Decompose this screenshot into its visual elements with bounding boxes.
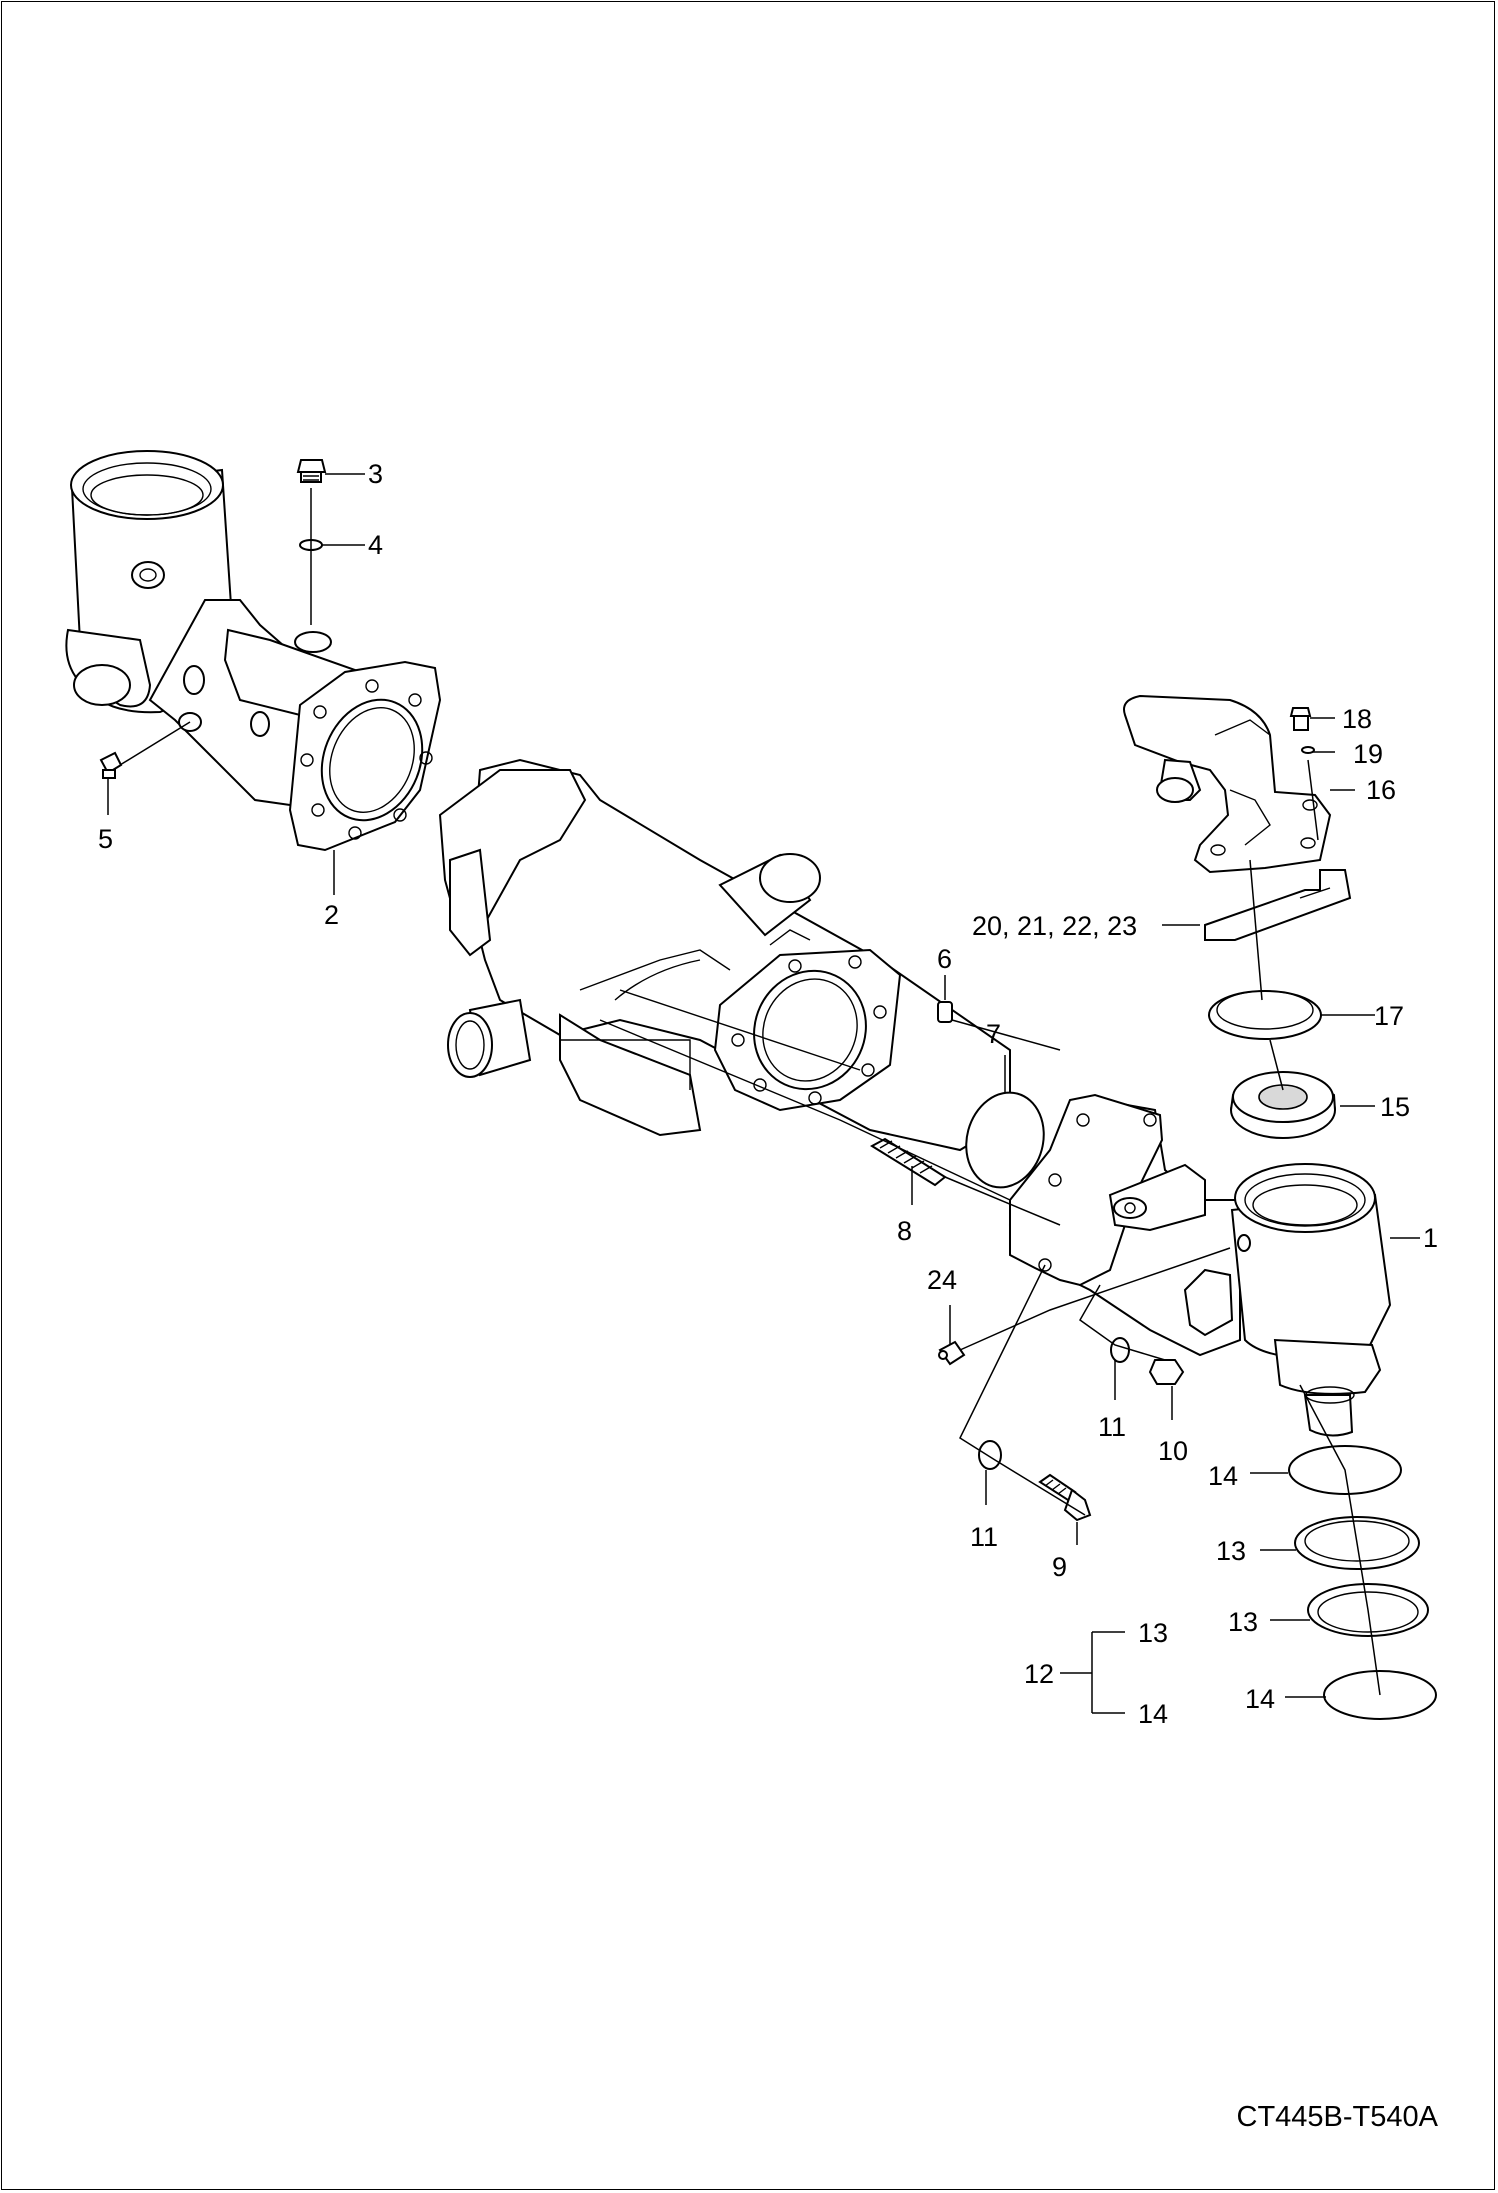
callout-10: 10 — [1158, 1436, 1188, 1466]
callout-14b: 14 — [1245, 1684, 1275, 1714]
plug-5 — [99, 751, 123, 779]
callout-numbers: 1 2 3 4 5 6 7 8 9 10 11 11 13 13 14 14 1… — [98, 459, 1438, 1714]
stud-8 — [870, 1137, 947, 1187]
callout-19: 19 — [1353, 739, 1383, 769]
callout-leaders — [107, 473, 1420, 1698]
lock-washer-11b — [978, 1440, 1002, 1470]
bearing-15 — [1230, 1071, 1336, 1139]
callout-13a: 13 — [1216, 1536, 1246, 1566]
lock-washer-11a — [1110, 1337, 1130, 1363]
left-axle-housing — [65, 450, 442, 852]
drawing-code: CT445B-T540A — [1237, 2101, 1439, 2133]
kit-legend-child-bottom: 14 — [1138, 1699, 1168, 1729]
callout-13b: 13 — [1228, 1607, 1258, 1637]
nut-10 — [1148, 1359, 1185, 1385]
assembly-lines — [119, 488, 1381, 1696]
kit-legend-parent: 12 — [1024, 1659, 1054, 1689]
callout-2: 2 — [324, 900, 339, 930]
callout-11a: 11 — [1098, 1412, 1126, 1442]
callout-20-23: 20, 21, 22, 23 — [972, 911, 1137, 941]
callout-6: 6 — [937, 944, 952, 974]
washer-19 — [1301, 746, 1315, 754]
dust-seal-17 — [1208, 990, 1322, 1040]
callout-24: 24 — [927, 1265, 957, 1295]
bolt-9 — [1038, 1473, 1092, 1522]
dowel-pin-6 — [937, 1001, 953, 1023]
kit-legend: 12 13 14 — [1024, 1618, 1168, 1729]
callout-3: 3 — [368, 459, 383, 489]
right-axle-housing — [1008, 1093, 1392, 1437]
grease-nipple-24 — [938, 1340, 966, 1366]
callout-5: 5 — [98, 824, 113, 854]
callout-15: 15 — [1380, 1092, 1410, 1122]
callout-18: 18 — [1342, 704, 1372, 734]
center-axle-beam — [438, 758, 1011, 1152]
upper-king-pin-cap — [1123, 694, 1332, 874]
callout-17: 17 — [1374, 1001, 1404, 1031]
callout-1: 1 — [1423, 1223, 1438, 1253]
callout-7: 7 — [986, 1019, 1001, 1049]
bolt-3 — [296, 459, 327, 483]
shim-plate — [1204, 869, 1352, 941]
callout-4: 4 — [368, 530, 383, 560]
callout-8: 8 — [897, 1216, 912, 1246]
callout-11b: 11 — [970, 1522, 998, 1552]
callout-14a: 14 — [1208, 1461, 1238, 1491]
kit-legend-child-top: 13 — [1138, 1618, 1168, 1648]
callout-16: 16 — [1366, 775, 1396, 805]
cover-disc-7 — [965, 1091, 1045, 1189]
callout-9: 9 — [1052, 1552, 1067, 1582]
bolt-18 — [1289, 707, 1312, 731]
